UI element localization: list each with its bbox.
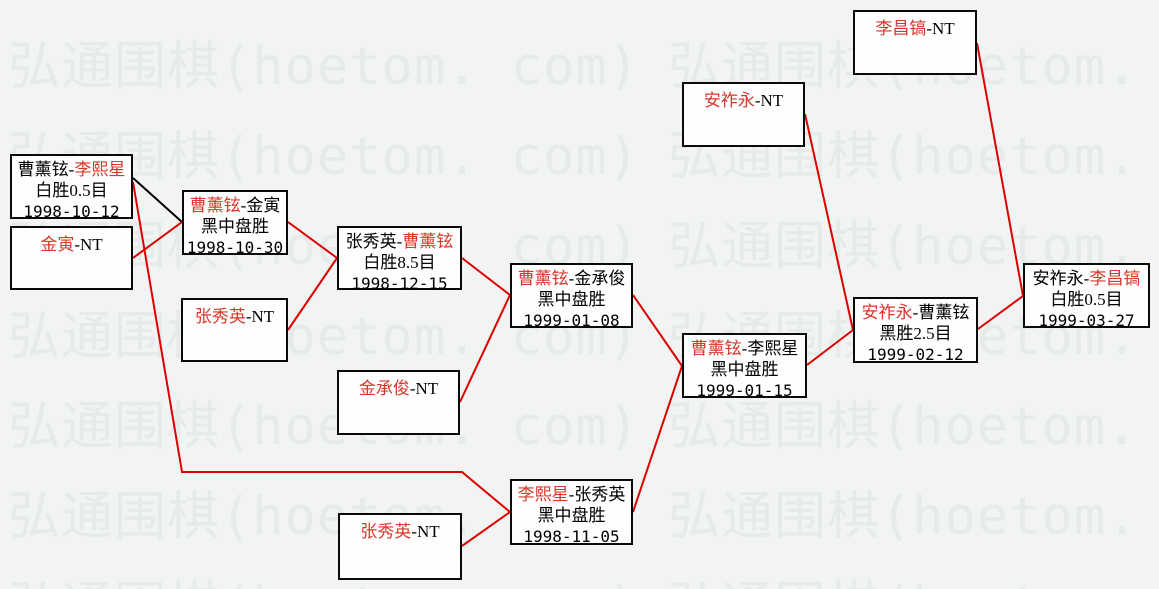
winner-name: 曹薰铉 [517,269,569,288]
player-name: 金承俊 [574,269,626,288]
player-an-zuo-yong-nt: 安祚永-NT [682,82,805,147]
winner-name: 金寅 [40,235,75,254]
connector-line-red [976,42,1024,297]
winner-name: 张秀英 [194,307,246,326]
match-date: 1998-12-15 [351,274,448,293]
match-date: 1999-02-12 [867,345,964,364]
player-name: 安祚永 [1032,269,1084,288]
players-line: 张秀英-NT [340,521,460,542]
separator-text: - [396,232,403,251]
match-date: 1999-01-08 [523,311,620,330]
player-name: 曹薰铉 [17,160,69,179]
winner-name: 李昌镐 [1089,269,1141,288]
players-line: 张秀英-曹薰铉 [339,231,460,252]
players-line: 安祚永-李昌镐 [1025,268,1148,289]
player-zhang-xiu-ying-nt-upper: 张秀英-NT [181,298,288,362]
players-line: 金承俊-NT [339,378,458,399]
separator-text: - [741,339,748,358]
separator-text: - [240,196,247,215]
players-line: 曹薰铉-李熙星 [12,159,131,180]
match-result: 白胜0.5目 [1050,290,1123,309]
connector-line-red [459,294,511,403]
players-line: 曹薰铉-金承俊 [512,268,631,289]
players-line: 李熙星-张秀英 [512,484,631,505]
connector-line-red [461,511,511,547]
connector-line-red [804,113,854,331]
separator-text: - [568,485,575,504]
match-result: 白胜0.5目 [35,181,108,200]
player-jin-cheng-jun-nt: 金承俊-NT [337,370,460,435]
match-date: 1999-01-15 [696,381,793,400]
connector-line-red [461,257,511,296]
players-line: 李昌镐-NT [855,18,975,39]
match-result: 黑胜2.5目 [879,324,952,343]
player-zhang-xiu-ying-nt-lower: 张秀英-NT [338,513,462,580]
match-result: 白胜8.5目 [363,253,436,272]
connector-line-red [632,294,683,367]
players-line: 曹薰铉-李熙星 [684,338,805,359]
match-result: 黑中盘胜 [537,506,606,525]
winner-name: 安祚永 [861,303,913,322]
winner-name: 金承俊 [358,379,410,398]
separator-text: -NT [754,91,784,110]
players-line: 安祚永-NT [684,90,803,111]
connector-line-red [977,295,1024,330]
separator-text: - [1083,269,1090,288]
player-jin-yin-nt: 金寅-NT [10,226,133,290]
separator-text: - [912,303,919,322]
player-name: 李熙星 [747,339,799,358]
player-name: 金寅 [246,196,281,215]
winner-name: 曹薰铉 [402,232,454,251]
winner-name: 李熙星 [517,485,569,504]
players-line: 安祚永-曹薰铉 [855,302,976,323]
separator-text: -NT [409,379,439,398]
player-li-chang-hao-nt: 李昌镐-NT [853,10,977,75]
connector-line-red [287,221,338,259]
winner-name: 曹薰铉 [690,339,742,358]
connector-line-red [287,257,338,331]
winner-name: 安祚永 [703,91,755,110]
match-result: 黑中盘胜 [537,290,606,309]
separator-text: - [68,160,75,179]
players-line: 张秀英-NT [183,306,286,327]
winner-name: 张秀英 [360,522,412,541]
match-date: 1999-03-27 [1038,311,1135,330]
player-name: 张秀英 [574,485,626,504]
connector-line-red [632,365,683,513]
player-name: 曹薰铉 [918,303,970,322]
players-line: 曹薰铉-金寅 [184,195,286,216]
separator-text: -NT [926,19,955,38]
winner-name: 曹薰铉 [189,196,241,215]
separator-text: -NT [74,235,103,254]
match-result: 黑中盘胜 [201,217,269,236]
connector-line-red [132,221,183,259]
match-date: 1998-11-05 [523,527,620,546]
winner-name: 李熙星 [74,160,126,179]
players-line: 金寅-NT [12,234,131,255]
match-result: 黑中盘胜 [710,360,779,379]
connector-line-red [806,329,854,366]
separator-text: -NT [245,307,275,326]
match-date: 1998-10-30 [186,238,284,257]
player-name: 张秀英 [345,232,397,251]
connector-line-black [132,177,183,223]
winner-name: 李昌镐 [875,19,927,38]
connector-line-red [132,181,511,513]
separator-text: - [568,269,575,288]
match-date: 1998-10-12 [23,202,120,221]
separator-text: -NT [411,522,440,541]
